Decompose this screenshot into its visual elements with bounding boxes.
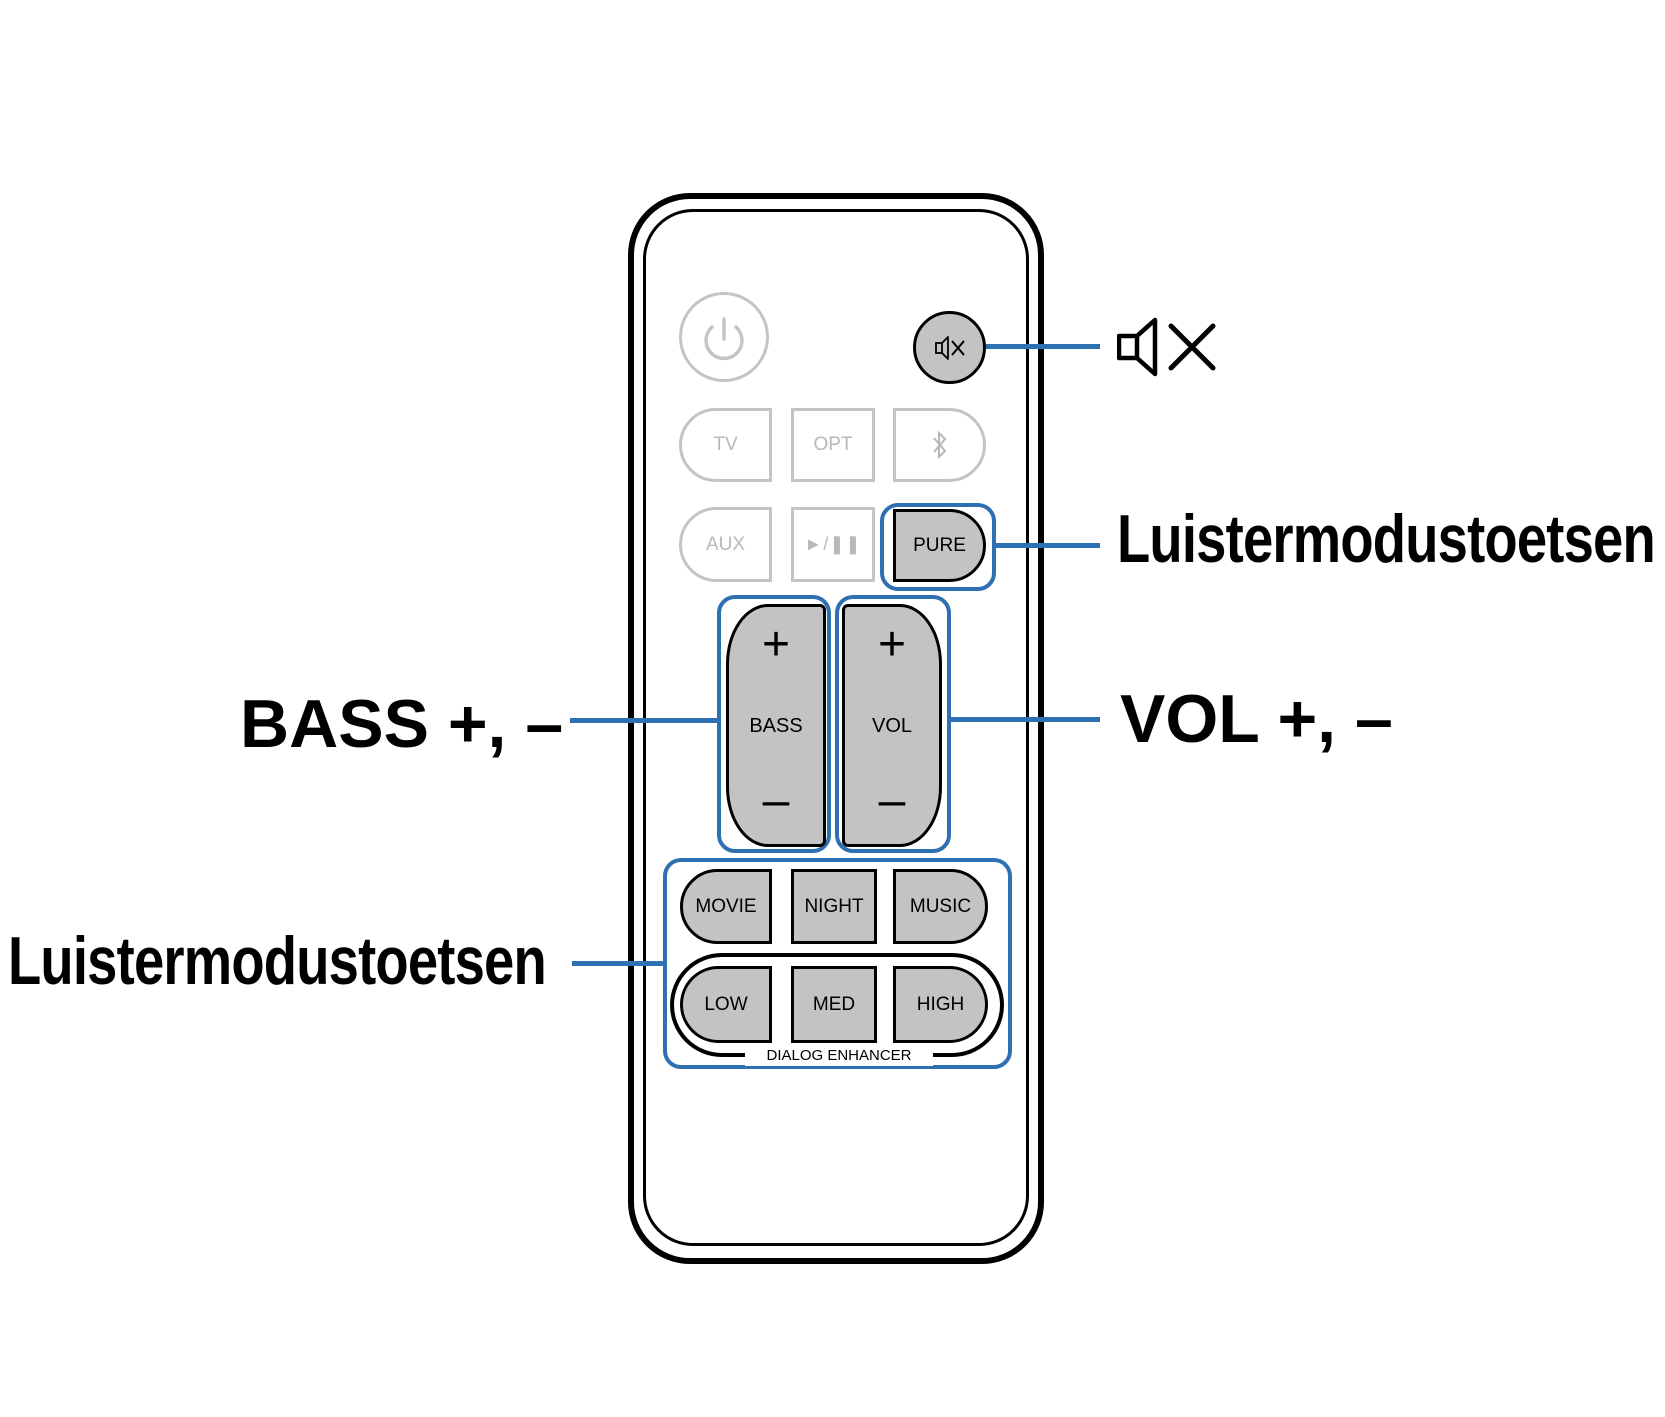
pure-label: PURE [913, 534, 966, 556]
bass-minus-button[interactable]: – [762, 774, 790, 827]
power-button[interactable] [679, 292, 769, 382]
bass-rocker[interactable]: + BASS – [726, 604, 826, 847]
listening-mode-callout-right: Luistermodustoetsen [1117, 501, 1656, 577]
play-pause-icon: ►/❚❚ [804, 534, 862, 554]
listening-mode-leader-line [572, 961, 665, 966]
vol-plus-button[interactable]: + [877, 618, 907, 671]
mute-icon [1117, 317, 1216, 377]
power-icon [704, 317, 744, 361]
dialog-low-button[interactable]: LOW [680, 966, 772, 1043]
vol-highlight-box [835, 595, 951, 853]
mute-button[interactable] [913, 311, 986, 384]
bluetooth-button[interactable] [893, 408, 986, 482]
dialog-high-button[interactable]: HIGH [893, 966, 988, 1043]
remote-body-outline [628, 193, 1044, 1264]
bass-highlight-box [717, 595, 831, 853]
aux-label: AUX [705, 533, 746, 555]
vol-leader-line [950, 717, 1100, 722]
low-label: LOW [704, 993, 748, 1015]
bass-callout: BASS +, – [240, 686, 564, 762]
bass-leader-line [570, 718, 718, 723]
dialog-med-button[interactable]: MED [791, 966, 877, 1043]
listening-mode-highlight-box [663, 858, 1012, 1069]
mute-leader-line [986, 344, 1100, 349]
night-label: NIGHT [804, 895, 864, 917]
med-label: MED [812, 993, 856, 1015]
movie-button[interactable]: MOVIE [680, 869, 772, 944]
pure-button[interactable]: PURE [893, 509, 986, 582]
play-pause-button[interactable]: ►/❚❚ [791, 507, 875, 582]
dialog-enhancer-label: DIALOG ENHANCER [745, 1046, 933, 1066]
movie-label: MOVIE [695, 895, 757, 917]
bass-label: BASS [749, 715, 803, 737]
opt-button[interactable]: OPT [791, 408, 875, 482]
tv-button[interactable]: TV [679, 408, 772, 482]
music-button[interactable]: MUSIC [893, 869, 988, 944]
vol-rocker[interactable]: + VOL – [842, 604, 942, 847]
night-button[interactable]: NIGHT [791, 869, 877, 944]
high-label: HIGH [916, 993, 965, 1015]
pure-highlight-box [880, 503, 996, 591]
tv-label: TV [713, 434, 738, 455]
vol-minus-button[interactable]: – [878, 774, 906, 827]
bluetooth-icon [932, 430, 946, 460]
listening-mode-callout-left: Luistermodustoetsen [8, 923, 547, 999]
pure-leader-line [996, 543, 1100, 548]
mute-icon [935, 336, 965, 360]
aux-button[interactable]: AUX [679, 507, 772, 582]
vol-callout: VOL +, – [1120, 681, 1393, 757]
music-label: MUSIC [909, 895, 972, 917]
remote-body-inner-outline [643, 209, 1029, 1246]
vol-label: VOL [871, 715, 913, 737]
bass-plus-button[interactable]: + [761, 618, 791, 671]
opt-label: OPT [813, 434, 853, 455]
